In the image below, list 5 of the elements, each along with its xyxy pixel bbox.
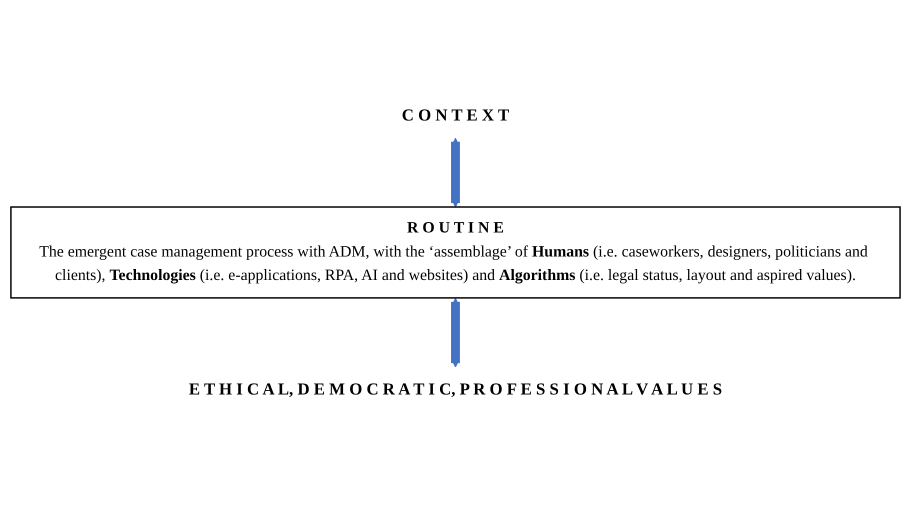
node-text: E T H I C A L, D E M O C R A T I C, P R O F E S S I O N A L V A L U E S (188, 380, 722, 399)
node-box: R O U T I N E The emergent case management process with ADM, with the ‘assemblage’ of Humans (i.e. caseworkers, designers, politicians and clients), Technologies (i.e. e-applications, RPA, AI and websites) and Algorithms (i.e. legal status, layout and aspired values). (10, 206, 901, 299)
arrow (451, 138, 460, 208)
arrow (451, 298, 460, 368)
node-text: C O N T E X T (402, 106, 510, 125)
